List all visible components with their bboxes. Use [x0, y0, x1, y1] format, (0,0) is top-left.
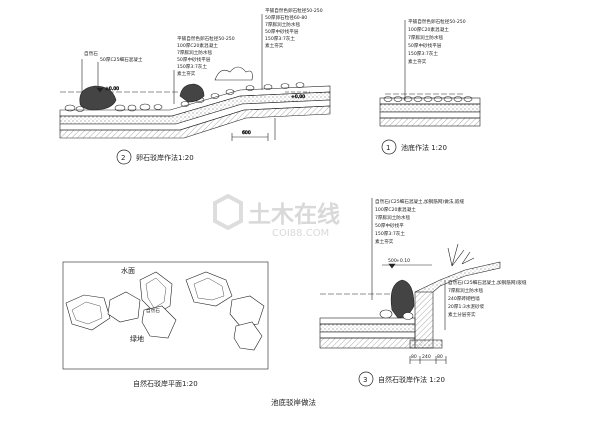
label-c25-concrete: 50厚C25细石混凝土 — [100, 56, 143, 63]
retaining-wall — [414, 291, 434, 349]
right-layer-6: 素土夯实 — [265, 42, 284, 49]
plant-icon — [447, 243, 475, 267]
sand-layer — [379, 111, 481, 119]
detail-marker-2 — [116, 149, 132, 165]
caption-detail-2: 卵石驳岸作法1:20 — [136, 153, 194, 162]
top-layer-5: 150厚3:7灰土 — [375, 230, 405, 237]
detail-number-1: 1 — [386, 144, 390, 152]
dim-80-right: 80 — [437, 354, 443, 360]
level-right: +0.00 — [291, 94, 305, 100]
plant-icon — [214, 66, 253, 81]
level-top: +0.10 — [396, 258, 410, 264]
natural-stone — [379, 309, 393, 319]
dim-500: 500 — [388, 258, 397, 264]
right-layer-1: 自然石(C25细石混凝土,加钢筋网)嵌缝 — [448, 279, 527, 286]
concrete-layer — [319, 323, 416, 333]
pebble-layer — [319, 317, 416, 325]
plan-labels: 水面 自然石 绿地 自然石驳岸平面1:20 — [121, 266, 198, 388]
detail-2-labels: 自然石 50厚C25细石混凝土 平铺自然色卵石粒径50-250 100厚C20素… — [84, 7, 323, 165]
right-layer-5: 150厚3:7灰土 — [265, 35, 295, 42]
concrete-layer — [379, 103, 481, 113]
upper-layer-4: 50厚中砂找平层 — [177, 56, 211, 63]
detail-marker-1 — [381, 139, 397, 155]
natural-stone — [390, 279, 415, 319]
detail-1-pond-bottom — [379, 20, 481, 127]
watermark: 土木在线 COI88.COM — [213, 193, 340, 239]
natural-stone — [402, 312, 414, 320]
pebbles — [64, 82, 305, 112]
sheet-title: 池底驳岸做法 — [271, 397, 316, 407]
top-layer-1: 自然石(C25细石混凝土,加钢筋网)做法,嵌缝 — [375, 198, 464, 205]
plan-view — [62, 261, 269, 370]
caption-plan: 自然石驳岸平面1:20 — [133, 379, 198, 388]
detail-number-2: 2 — [121, 154, 125, 162]
right-layer-5: 素土分层夯实 — [448, 311, 476, 318]
natural-stone — [179, 83, 205, 103]
lime-soil-layer — [379, 117, 481, 127]
right-layer-2: 7厚膨润土防水毯 — [448, 287, 483, 294]
right-layer-4: 20厚1:3水泥砂浆 — [448, 303, 485, 310]
right-layer-3: 240厚砖砌挡墙 — [448, 295, 480, 302]
pond-layer-5: 150厚3:7灰土 — [408, 50, 438, 57]
dim-240: 240 — [422, 354, 431, 360]
label-natural-stone: 自然石 — [84, 50, 98, 57]
plan-stones — [65, 271, 265, 351]
level-mark-icon — [96, 87, 104, 93]
plan-frame — [62, 261, 269, 370]
detail-3-stone-bank — [319, 198, 501, 364]
top-layer-4: 50厚中砂找平 — [375, 222, 404, 229]
pond-layer-4: 50厚中砂找平层 — [408, 42, 442, 49]
pond-layer-1: 平铺自然色卵石粒径50-250 — [408, 18, 466, 25]
caption-detail-1: 池底作法 1:20 — [401, 143, 447, 152]
wall-footing — [409, 339, 443, 349]
top-layer-3: 7厚膨润土防水毯 — [375, 214, 410, 221]
watermark-text: 土木在线 — [248, 201, 340, 228]
detail-1-labels: 平铺自然色卵石粒径50-250 100厚C20素混凝土 7厚膨润土防水毯 50厚… — [381, 18, 466, 155]
watermark-logo-icon — [213, 193, 243, 231]
detail-number-3: 3 — [363, 376, 367, 384]
upper-layer-2: 100厚C20素混凝土 — [177, 42, 218, 49]
detail-marker-3 — [358, 371, 374, 387]
right-layer-2: 50厚卵石粒径60-80 — [265, 14, 307, 21]
detail-2-pebble-bank: ±0.00 +0.00 600 — [59, 14, 331, 141]
plan-label-water: 水面 — [121, 266, 135, 275]
right-layer-4: 50厚中砂找平层 — [265, 28, 299, 35]
detail-3-labels: 自然石(C25细石混凝土,加钢筋网)做法,嵌缝 100厚C20素混凝土 7厚膨润… — [358, 198, 527, 387]
right-layer-1: 平铺自然色卵石粒径50-250 — [265, 7, 323, 14]
natural-stone — [79, 85, 117, 111]
plan-label-land: 绿地 — [130, 334, 144, 343]
pond-layer-6: 素土夯实 — [408, 58, 427, 65]
upper-layer-1: 平铺自然色卵石粒径50-250 — [177, 35, 235, 42]
dim-80-left: 80 — [411, 354, 417, 360]
dimension-600: 600 — [242, 130, 251, 136]
caption-detail-3: 自然石驳岸作法 1:20 — [378, 375, 445, 384]
upper-layer-5: 150厚3:7灰土 — [177, 63, 207, 70]
lime-soil-layer — [319, 337, 416, 349]
upper-layer-6: 素土夯实 — [177, 70, 196, 77]
lime-soil-layer — [59, 105, 331, 139]
watermark-sub: COI88.COM — [272, 228, 329, 239]
level-left: ±0.00 — [105, 86, 119, 92]
upper-layer-3: 7厚膨润土防水毯 — [177, 49, 212, 56]
sand-layer — [319, 331, 416, 339]
pond-layer-2: 100厚C20素混凝土 — [408, 26, 449, 33]
bank-slope — [414, 261, 501, 293]
top-layer-2: 100厚C20素混凝土 — [375, 206, 416, 213]
pond-layer-3: 7厚膨润土防水毯 — [408, 34, 443, 41]
right-layer-3: 7厚膨润土防水毯 — [265, 21, 300, 28]
plan-label-stone: 自然石 — [146, 307, 160, 314]
top-layer-6: 素土夯实 — [375, 238, 394, 245]
pebbles — [383, 96, 473, 102]
level-mark-icon — [388, 263, 396, 269]
